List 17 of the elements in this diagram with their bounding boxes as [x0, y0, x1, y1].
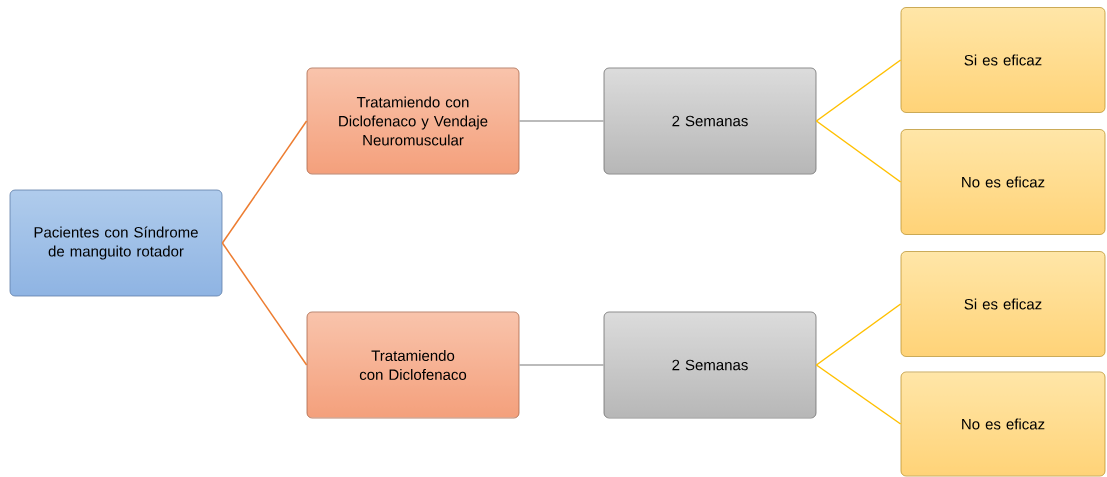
connector-line: [221, 242, 308, 366]
process-box: No es eficaz: [900, 371, 1106, 477]
process-box: Tratamiendo con Diclofenaco y Vendaje Neuromuscular: [306, 67, 520, 175]
connector-line: [518, 120, 605, 122]
process-box: Si es eficaz: [900, 7, 1106, 113]
connector-line: [518, 364, 605, 366]
connector-line: [815, 303, 902, 366]
process-box: Tratamiendo con Diclofenaco: [306, 311, 520, 419]
process-box: Pacientes con Síndrome de manguito rotador: [9, 189, 223, 297]
connector-line: [221, 120, 308, 244]
connector-line: [815, 59, 902, 122]
connector-line: [815, 120, 902, 183]
process-box: 2 Semanas: [603, 67, 817, 175]
process-box: No es eficaz: [900, 129, 1106, 235]
process-box: Si es eficaz: [900, 251, 1106, 357]
connector-line: [815, 364, 902, 425]
process-box: 2 Semanas: [603, 311, 817, 419]
